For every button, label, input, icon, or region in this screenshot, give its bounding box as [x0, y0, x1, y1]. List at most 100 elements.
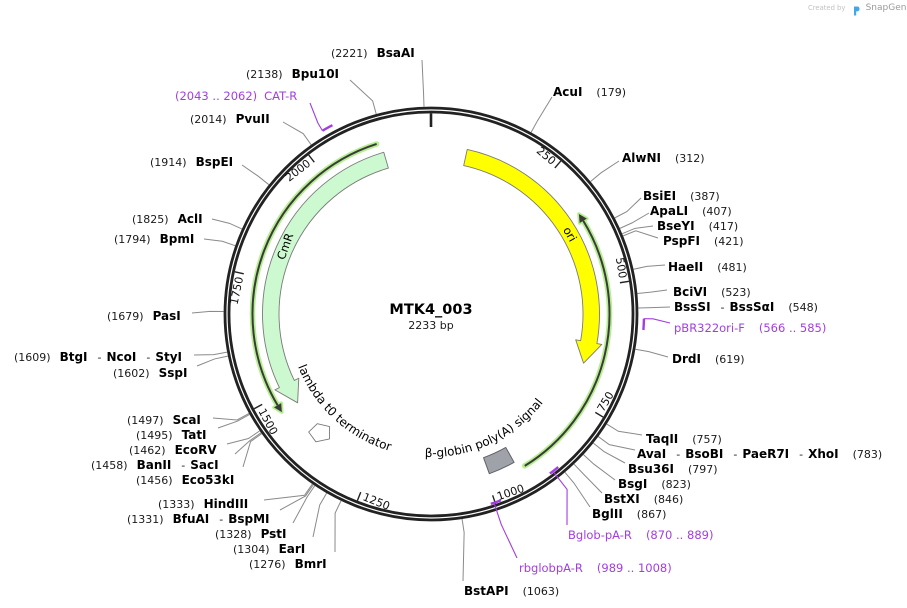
orf-line[interactable]	[524, 220, 611, 467]
primer-label-cat-r[interactable]: (2043 .. 2062) CAT-R	[175, 89, 297, 103]
site-label-acli[interactable]: (1825)AclI	[132, 211, 203, 226]
site-label-bstapi[interactable]: BstAPI(1063)	[464, 583, 559, 598]
primer-cat-r[interactable]	[321, 124, 333, 132]
site-label-tati[interactable]: (1495)TatI	[136, 427, 207, 442]
site-leader-line	[242, 433, 262, 468]
site-leader-line	[349, 79, 377, 115]
site-label-avai-bsobi-paer7i-xhoi[interactable]: AvaI-BsoBI-PaeR7I-XhoI(783)	[637, 446, 883, 461]
enzyme-name: BssSαI	[729, 300, 775, 314]
site-position: (387)	[690, 190, 720, 203]
site-label-taqii[interactable]: TaqII(757)	[646, 431, 722, 446]
primer-leader-line	[493, 502, 518, 559]
enzyme-name: Bpu10I	[291, 67, 340, 81]
enzyme-name: PspFI	[663, 234, 700, 248]
primer-label-rbglobpa-r[interactable]: rbglobpA-R (989 .. 1008)	[519, 561, 672, 575]
primer-range: (989 .. 1008)	[596, 561, 672, 575]
site-leader-line	[614, 197, 642, 219]
site-position: (417)	[708, 220, 739, 233]
plasmid-name: MTK4_003	[389, 302, 473, 318]
site-leader-line	[212, 413, 250, 421]
orf-arrows	[249, 141, 613, 469]
snapgene-logo-icon	[853, 4, 860, 15]
lambda-t0-terminator-text[interactable]: lambda t0 terminator	[295, 362, 393, 453]
primer-bglob-pa-r[interactable]	[549, 466, 559, 475]
site-position: (1333)	[158, 498, 195, 511]
feature-globin-poly-a-signal[interactable]	[483, 446, 515, 475]
primer-range: (870 .. 889)	[645, 528, 714, 542]
site-label-bsiei[interactable]: BsiEI(387)	[643, 188, 720, 203]
site-label-apali[interactable]: ApaLI(407)	[650, 203, 732, 218]
site-label-alwni[interactable]: AlwNI(312)	[622, 150, 705, 165]
feature-cmr[interactable]	[262, 151, 389, 404]
enzyme-name: NcoI	[106, 350, 137, 364]
site-label-bseyi[interactable]: BseYI(417)	[657, 218, 739, 233]
site-label-scai[interactable]: (1497)ScaI	[127, 412, 201, 427]
orf-arrowhead-icon	[578, 214, 587, 223]
site-position: (2014)	[190, 113, 227, 126]
enzyme-name: TaqII	[646, 432, 679, 446]
orf-arrow-2[interactable]	[249, 141, 380, 414]
site-position: (312)	[675, 152, 705, 165]
site-leader-line	[633, 264, 666, 270]
backbone	[223, 106, 639, 522]
orf-line[interactable]	[251, 143, 377, 406]
orf-arrowhead-icon	[273, 403, 282, 413]
feature-ori[interactable]	[463, 148, 603, 364]
primer-name: rbglobpA-R	[519, 561, 583, 575]
site-label-bsu36i[interactable]: Bsu36I(797)	[628, 461, 718, 476]
feature-label-lambda-t0-terminator[interactable]: lambda t0 terminator	[295, 362, 393, 453]
site-label-eari[interactable]: (1304)EarI	[233, 541, 305, 556]
site-position: (783)	[852, 448, 883, 461]
site-label-drdi[interactable]: DrdI(619)	[672, 351, 745, 366]
primer-pbr322ori-f[interactable]	[642, 318, 646, 331]
site-label-bstxi[interactable]: BstXI(846)	[604, 491, 683, 506]
feature-label-beta-globin-polya-signal[interactable]: β-globin poly(A) signal	[425, 396, 546, 460]
site-label-pspfi[interactable]: PspFI(421)	[663, 233, 744, 248]
primer-range: (2043 .. 2062)	[175, 89, 258, 103]
site-leader-line	[226, 430, 260, 445]
site-leader-line	[211, 218, 243, 230]
site-leader-line	[622, 225, 654, 235]
site-label-btgi-ncoi-styi[interactable]: (1609)BtgI-NcoI-StyI	[14, 349, 182, 364]
site-label-bfuai-bspmi[interactable]: (1331)BfuAI-BspMI	[127, 511, 270, 526]
site-label-bsgi[interactable]: BsgI(823)	[618, 476, 691, 491]
backbone-outer-strand	[223, 106, 639, 522]
site-label-pasi[interactable]: (1679)PasI	[107, 308, 181, 323]
site-leader-line	[334, 500, 342, 553]
orf-arrow-1[interactable]	[521, 212, 613, 469]
site-label-ecorv[interactable]: (1462)EcoRV	[129, 442, 217, 457]
site-label-bpu10i[interactable]: (2138) Bpu10I	[246, 66, 340, 81]
site-label-bsssi-bsssai[interactable]: BssSI-BssSαI(548)	[674, 299, 818, 314]
enzyme-name: AvaI	[637, 447, 667, 461]
site-label-bcivi[interactable]: BciVI(523)	[673, 284, 751, 299]
feature-label-ori[interactable]: ori	[560, 224, 580, 244]
site-label-bglii[interactable]: BglII(867)	[592, 506, 666, 521]
enzyme-name: BciVI	[673, 285, 708, 299]
enzyme-name: BfuAI	[172, 512, 210, 526]
primer-name: CAT-R	[264, 89, 298, 103]
site-label-acui[interactable]: AcuI(179)	[553, 84, 626, 99]
feature-lambda-t0-terminator[interactable]	[308, 423, 331, 443]
site-label-bsaai[interactable]: (2221)BsaAI	[331, 45, 415, 60]
site-label-sspi[interactable]: (1602)SspI	[113, 365, 187, 380]
site-label-pvuii[interactable]: (2014)PvuII	[190, 111, 270, 126]
tick-mark	[594, 411, 604, 418]
enzyme-name: SacI	[190, 458, 219, 472]
primer-rbglobpa-r[interactable]	[490, 499, 502, 505]
primer-label-bglob-pa-r[interactable]: Bglob-pA-R(870 .. 889)	[568, 528, 713, 542]
site-label-banii-saci[interactable]: (1458)BanII-SacI	[91, 457, 219, 472]
site-position: (2138)	[246, 68, 283, 81]
features	[262, 148, 603, 475]
beta-globin-polya-signal-text[interactable]: β-globin poly(A) signal	[425, 396, 546, 460]
site-label-bpmi[interactable]: (1794)BpmI	[114, 231, 194, 246]
site-label-hindiii[interactable]: (1333)HindIII	[158, 496, 248, 511]
site-position: (823)	[661, 478, 691, 491]
site-label-psti[interactable]: (1328)PstI	[215, 526, 287, 541]
site-position: (1331)	[127, 513, 164, 526]
primer-label-pbr322ori-f[interactable]: pBR322ori-F(566 .. 585)	[674, 321, 826, 335]
site-label-bmri[interactable]: (1276)BmrI	[249, 556, 327, 571]
site-label-bspei[interactable]: (1914)BspEI	[150, 154, 233, 169]
site-label-eco53ki[interactable]: (1456)Eco53kI	[136, 472, 234, 487]
site-label-haeii[interactable]: HaeII(481)	[668, 259, 747, 274]
